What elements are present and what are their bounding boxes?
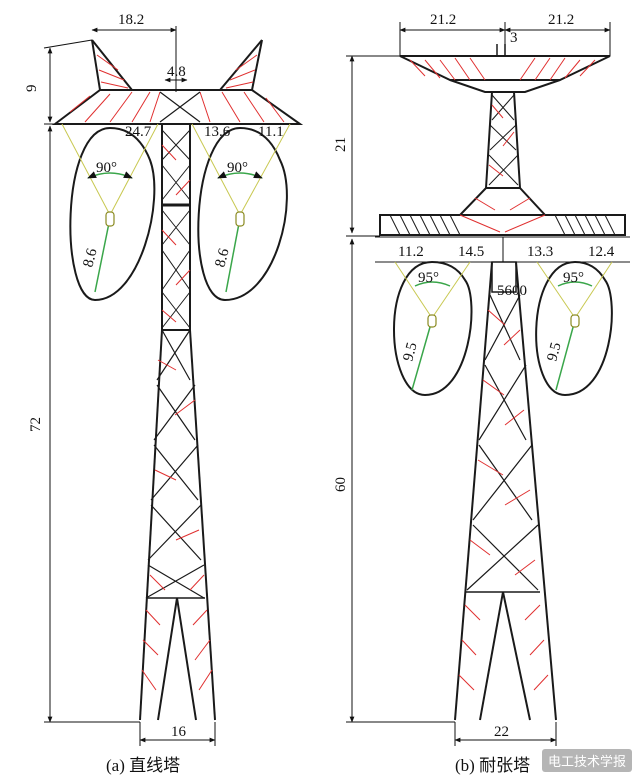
- tower-a-crossarm: [52, 89, 304, 125]
- tower-b-radius-right: 9.5: [544, 341, 564, 363]
- tower-b-upper-mast: [457, 91, 548, 216]
- tower-a-caption: (a) 直线塔: [106, 756, 180, 775]
- tower-b-upper-height: 21: [333, 137, 349, 152]
- tower-a-gw-height: 9: [24, 85, 40, 93]
- tower-b-angle-right: 95°: [563, 270, 584, 286]
- tower-b-base: 22: [494, 724, 509, 740]
- tower-b-bottom-label: 5600: [497, 283, 527, 299]
- tower-b-top-center: 3: [510, 30, 518, 46]
- tower-b-phase-right: [535, 260, 613, 397]
- tower-a-gw-center: 4.8: [167, 64, 186, 80]
- tower-a-center-to-phase: 13.6: [204, 124, 231, 140]
- tower-a-top-span: 18.2: [118, 12, 144, 28]
- tower-a-angle-left: 90°: [96, 160, 117, 176]
- tower-a-mast: [161, 123, 191, 331]
- tower-a-dimension-lines: [43, 26, 216, 746]
- tower-b-angle-left: 95°: [418, 270, 439, 286]
- tower-b: 21.2 21.2 3 21 60 11.2 14.5 13.3 12.4 56…: [333, 12, 630, 775]
- tower-a-peak-braces: [96, 54, 258, 89]
- tower-b-arm-out-left: 11.2: [398, 244, 424, 260]
- tower-b-arm-in-left: 14.5: [458, 244, 484, 260]
- tower-b-arm-out-right: 12.4: [588, 244, 615, 260]
- tower-a-base: 16: [171, 724, 187, 740]
- tower-a-total-height: 72: [28, 417, 44, 432]
- tower-a-phase-left: [61, 123, 159, 302]
- tower-b-lower-height: 60: [333, 477, 349, 492]
- tower-b-caption: (b) 耐张塔: [455, 756, 530, 775]
- tower-b-top-left: 21.2: [430, 12, 456, 28]
- tower-a-earthwire-peaks: [91, 39, 263, 91]
- tower-a-angle-right: 90°: [227, 160, 248, 176]
- tower-a: 18.2 9 4.8 72 24.7 13.6 11.1 90° 90° 8.6…: [24, 12, 304, 775]
- tower-a-radius-left: 8.6: [80, 246, 100, 269]
- tower-a-phase-right: [191, 123, 291, 302]
- watermark-label: 电工技术学报: [541, 749, 632, 772]
- tower-b-radius-left: 9.5: [400, 341, 420, 363]
- tower-b-arm-in-right: 13.3: [527, 244, 553, 260]
- tower-a-arm: 24.7: [125, 124, 152, 140]
- tower-b-phase-left: [393, 260, 473, 397]
- tower-a-arm-tip: 11.1: [258, 124, 284, 140]
- tower-b-lower-body: [454, 261, 557, 721]
- tower-a-radius-right: 8.6: [212, 246, 232, 269]
- tower-b-top-right: 21.2: [548, 12, 574, 28]
- tower-a-legs: [139, 329, 216, 721]
- tower-b-dimension-lines: [346, 22, 611, 746]
